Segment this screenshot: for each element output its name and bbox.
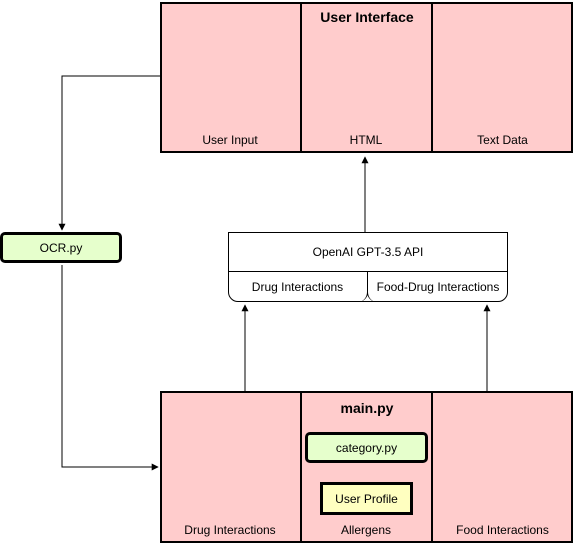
main-section-drug-interactions-label: Drug Interactions bbox=[184, 523, 276, 537]
main-section-food-interactions: Food Interactions bbox=[432, 391, 573, 543]
ui-section-user-input: User Input bbox=[160, 2, 302, 153]
ui-section-text-data-label: Text Data bbox=[477, 133, 528, 147]
main-py-title: main.py bbox=[340, 400, 394, 416]
openai-api-title-text: OpenAI GPT-3.5 API bbox=[312, 244, 424, 259]
main-section-drug-interactions: Drug Interactions bbox=[160, 391, 302, 543]
ocr-module-label: OCR.py bbox=[39, 240, 83, 255]
api-drug-interactions-label: Drug Interactions bbox=[251, 279, 344, 294]
api-food-drug-interactions-cell: Food-Drug Interactions bbox=[367, 271, 508, 302]
ocr-module-box: OCR.py bbox=[0, 232, 122, 263]
ui-section-text-data: Text Data bbox=[432, 2, 573, 153]
api-food-drug-interactions-label: Food-Drug Interactions bbox=[376, 279, 500, 294]
user-profile-box: User Profile bbox=[320, 482, 413, 515]
openai-api-box bbox=[228, 232, 508, 302]
edge-ocr-to-main bbox=[61, 265, 159, 471]
ui-section-html-label: HTML bbox=[349, 133, 383, 147]
category-module-box: category.py bbox=[305, 432, 428, 463]
ui-section-user-input-label: User Input bbox=[202, 133, 258, 147]
edge-ui-to-ocr bbox=[58, 75, 160, 231]
user-interface-container bbox=[160, 2, 573, 153]
main-py-container bbox=[160, 391, 573, 543]
main-section-allergens-label: Allergens bbox=[340, 523, 392, 537]
main-section-allergens: Allergens bbox=[301, 391, 433, 543]
user-profile-label: User Profile bbox=[335, 491, 398, 506]
user-interface-title: User Interface bbox=[320, 9, 414, 25]
main-section-food-interactions-label: Food Interactions bbox=[456, 523, 549, 537]
ui-section-html: HTML bbox=[301, 2, 433, 153]
category-module-label: category.py bbox=[335, 440, 398, 455]
